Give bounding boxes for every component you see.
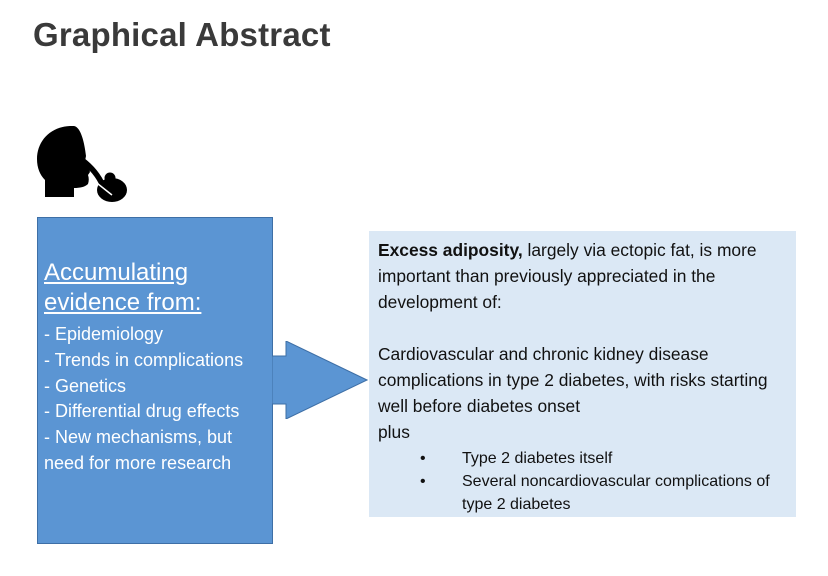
conclusion-bullet-text: Several noncardiovascular complications …	[462, 473, 770, 513]
conclusion-lead-rest: largely via ectopic fat, is more importa…	[378, 240, 757, 312]
spacer	[378, 315, 788, 341]
conclusion-lead: Excess adiposity, largely via ectopic fa…	[378, 237, 788, 315]
evidence-item: - Trends in complications	[44, 349, 244, 370]
conclusion-bullet-item: • Type 2 diabetes itself	[378, 447, 788, 470]
conclusion-bullet-list: • Type 2 diabetes itself • Several nonca…	[378, 447, 788, 516]
person-thinking-icon	[37, 126, 127, 202]
evidence-box: Accumulating evidence from: - Epidemiolo…	[37, 217, 273, 544]
evidence-heading-line2: evidence from:	[44, 289, 202, 316]
conclusion-lead-bold: Excess adiposity,	[378, 240, 523, 260]
conclusion-bullet-text: Type 2 diabetes itself	[462, 450, 613, 467]
evidence-item: need for more research	[44, 452, 232, 473]
evidence-heading: Accumulating evidence from:	[44, 258, 270, 318]
evidence-item: - Epidemiology	[44, 324, 164, 344]
conclusion-paragraph: Cardiovascular and chronic kidney diseas…	[378, 344, 768, 416]
evidence-item: - New mechanisms, but	[44, 427, 233, 448]
conclusion-bullet-item: • Several noncardiovascular complication…	[378, 470, 788, 516]
bullet-icon: •	[420, 450, 426, 467]
right-arrow-icon	[272, 341, 368, 419]
bullet-icon: •	[420, 473, 426, 490]
evidence-list: - Epidemiology - Trends in complications…	[44, 322, 272, 477]
graphical-abstract-title: Graphical Abstract	[33, 16, 331, 53]
evidence-item: - Genetics	[44, 375, 127, 396]
conclusion-box: Excess adiposity, largely via ectopic fa…	[369, 231, 796, 517]
evidence-item: - Differential drug effects	[44, 401, 240, 422]
conclusion-plus: plus	[378, 422, 410, 442]
evidence-heading-line1: Accumulating	[44, 259, 189, 286]
